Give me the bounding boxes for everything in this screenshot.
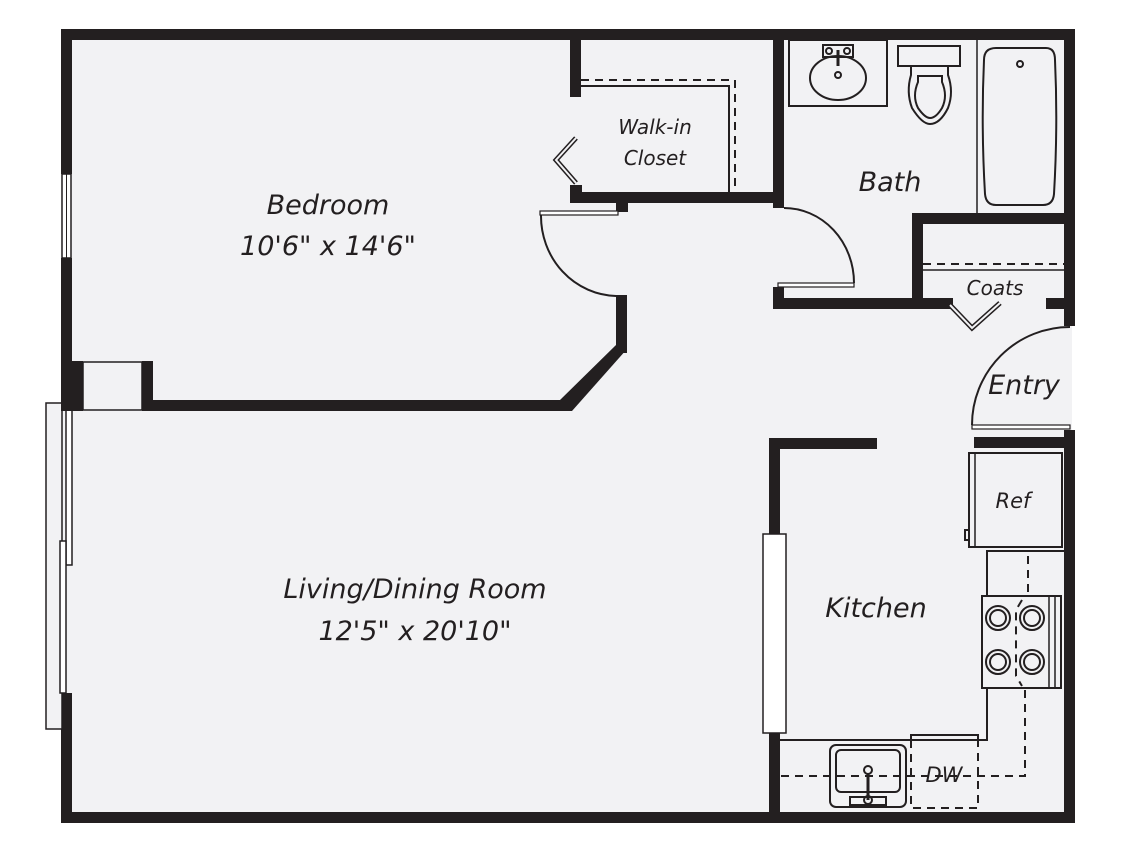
- wall-niche: [82, 361, 143, 411]
- living-sliding-door: [45, 402, 73, 730]
- exterior-gap-entry: [1072, 325, 1125, 435]
- bedroom-dimensions: 10'6" x 14'6": [240, 231, 416, 262]
- bathroom-sink: [788, 39, 888, 107]
- coat-closet-bifold-door: [948, 301, 1002, 332]
- kitchen-pass-through: [762, 533, 787, 734]
- bathtub: [976, 40, 1058, 213]
- toilet: [897, 45, 961, 126]
- closet-label-line2: Closet: [624, 146, 687, 170]
- exterior-walls: [61, 29, 1075, 823]
- entry-label: Entry: [988, 370, 1061, 401]
- floor-area: [61, 29, 1075, 823]
- bath-label: Bath: [859, 167, 922, 198]
- utility-lines: [780, 556, 1029, 777]
- stove: [981, 595, 1062, 689]
- bedroom-label: Bedroom: [267, 190, 390, 221]
- bath-walls: [773, 213, 1075, 309]
- bedroom-walls: [61, 40, 784, 411]
- kitchen-sink: [829, 744, 907, 808]
- closet-bifold-door: [552, 136, 578, 185]
- coats-label: Coats: [967, 276, 1024, 300]
- living-dimensions: 12'5" x 20'10": [318, 616, 511, 647]
- dishwasher: [910, 734, 979, 809]
- dishwasher-label: DW: [926, 763, 964, 787]
- bedroom-door: [539, 210, 619, 297]
- bath-door: [777, 207, 855, 288]
- living-label: Living/Dining Room: [283, 574, 546, 605]
- kitchen-counter: [780, 550, 1064, 741]
- refrigerator-label: Ref: [996, 489, 1035, 513]
- closet-label-line1: Walk-in: [618, 115, 692, 139]
- kitchen-label: Kitchen: [825, 593, 926, 624]
- closet-shelf: [581, 79, 736, 192]
- coat-closet-shelf: [923, 263, 1064, 271]
- entry-door: [971, 326, 1075, 448]
- kitchen-walls: [769, 438, 877, 823]
- refrigerator: [964, 452, 1063, 548]
- bedroom-window: [61, 173, 72, 259]
